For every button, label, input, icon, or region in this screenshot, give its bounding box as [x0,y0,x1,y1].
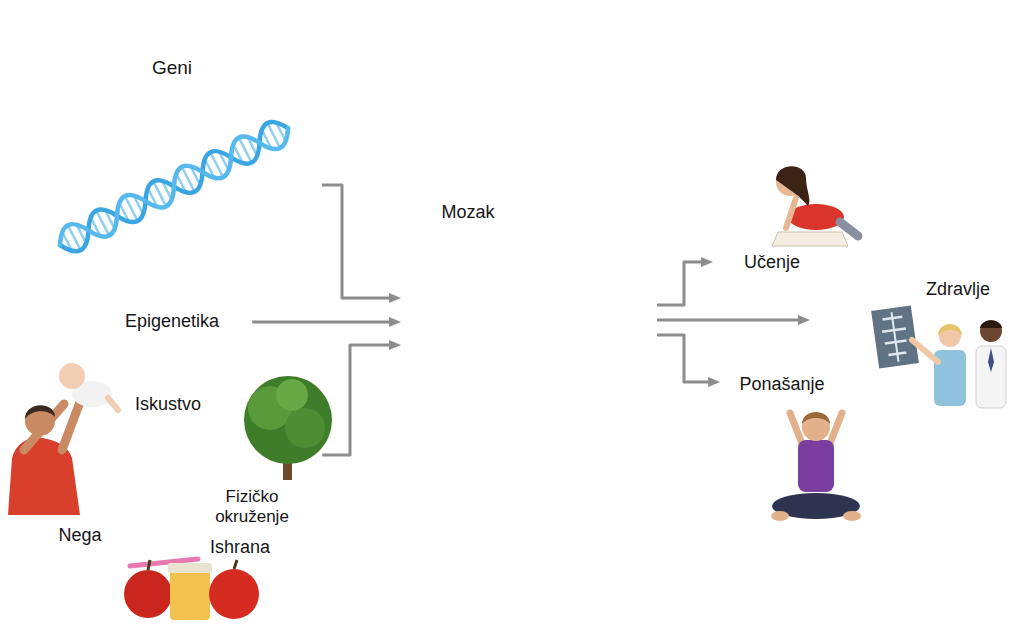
girl-reading-photo [788,204,844,230]
text-slot: Nega [45,525,115,547]
boy-photo [802,413,830,441]
doctors-photo [871,305,1006,408]
arrow-connector [322,185,393,298]
outcome-circle: Zdravlje [810,223,1004,417]
arrow-connector [252,321,393,324]
node-label: Nega [45,525,115,547]
node-label: Geni [112,57,232,80]
boy-photo [843,511,861,521]
tree-photo [244,376,332,464]
node-label: Epigenetika [107,311,237,333]
food-photo [124,570,172,618]
boy-photo [771,412,861,521]
outcome-circle-shape [810,223,1004,417]
doctors-photo [938,324,962,336]
doctors-photo [976,346,1006,408]
boy-photo [802,412,830,424]
node-label: Ponašanje [727,374,837,396]
overlap-lens: Epigenetika [70,262,274,348]
text-slot: Mozak [418,202,518,224]
dna-helix [60,122,288,251]
arrow-connector [657,335,712,382]
food-photo [148,560,150,570]
food-photo [209,569,259,619]
node-label: Zdravlje [908,279,1008,301]
food-photo [168,563,212,573]
text-slot: Geni [112,57,232,80]
outcome-circle-fill [713,171,897,355]
doctors-photo [988,348,994,372]
node-label: Ishrana [195,537,285,559]
girl-reading-photo [772,232,848,246]
doctors-photo [939,325,961,347]
tree-photo [244,376,332,480]
outcome-circle-shape [713,171,897,355]
brain-node-shape [400,200,662,408]
outcome-circle-fill [810,223,1004,417]
arrow-connector [322,345,393,455]
arrow-connector [657,319,802,322]
brain-fold [440,255,620,280]
father-baby-photo [24,404,64,450]
brain-fold [519,245,531,360]
doctors-photo [892,312,899,362]
node-label: Fizičko okruženje [207,487,297,528]
brain-fold [469,255,473,310]
environment-ellipse-fill [23,262,323,612]
food-photo [234,560,237,569]
text-slot: Epigenetika [107,311,237,333]
father-baby-photo [108,398,118,410]
text-slot: Ishrana [195,537,285,559]
text-slot: Zdravlje [908,279,1008,301]
overlap-lens-fill [22,12,322,348]
father-baby-photo [59,363,85,389]
doctors-photo [912,340,938,362]
brain-outline [412,238,656,398]
doctors-photo [980,321,1002,329]
brain-fold [450,340,635,350]
brain-fold [587,250,593,370]
boy-photo [829,413,842,446]
father-baby-photo [8,438,80,515]
dna-helix [60,128,288,245]
father-baby-photo [8,363,118,515]
brain-node: Mozak [400,200,662,408]
text-slot: Fizičko okruženje [207,487,297,528]
boy-photo [771,511,789,521]
girl-reading-photo [772,166,858,246]
outcome-circle: Učenje [713,171,897,355]
father-baby-photo [25,405,55,419]
doctors-photo [980,320,1002,342]
girl-reading-photo [786,198,796,228]
genes-circle-fill [22,12,322,348]
brain-fold [485,370,590,382]
text-slot: Učenje [727,252,817,274]
food-photo [170,570,210,620]
node-label: Iskustvo [113,394,223,416]
node-label: Mozak [418,202,518,224]
outcome-circle-fill [720,292,910,482]
text-slot: Iskustvo [113,394,223,416]
tree-photo [276,379,308,411]
genes-circle: Geni [22,12,322,348]
tree-photo [285,408,325,448]
node-label: Učenje [727,252,817,274]
outcome-circle: Ponašanje [720,292,910,482]
dna-helix [60,122,288,251]
doctors-photo [934,350,966,406]
father-baby-photo [25,406,55,436]
overlap-lens-shape [70,262,274,348]
doctors-photo [871,305,919,368]
boy-photo [790,413,803,446]
text-slot: Ponašanje [727,374,837,396]
cerebellum [420,358,496,402]
food-photo [124,559,259,620]
arrow-connector [657,262,705,305]
doctors-photo [871,305,919,368]
boy-photo [798,440,834,492]
brain-fold [425,300,645,315]
